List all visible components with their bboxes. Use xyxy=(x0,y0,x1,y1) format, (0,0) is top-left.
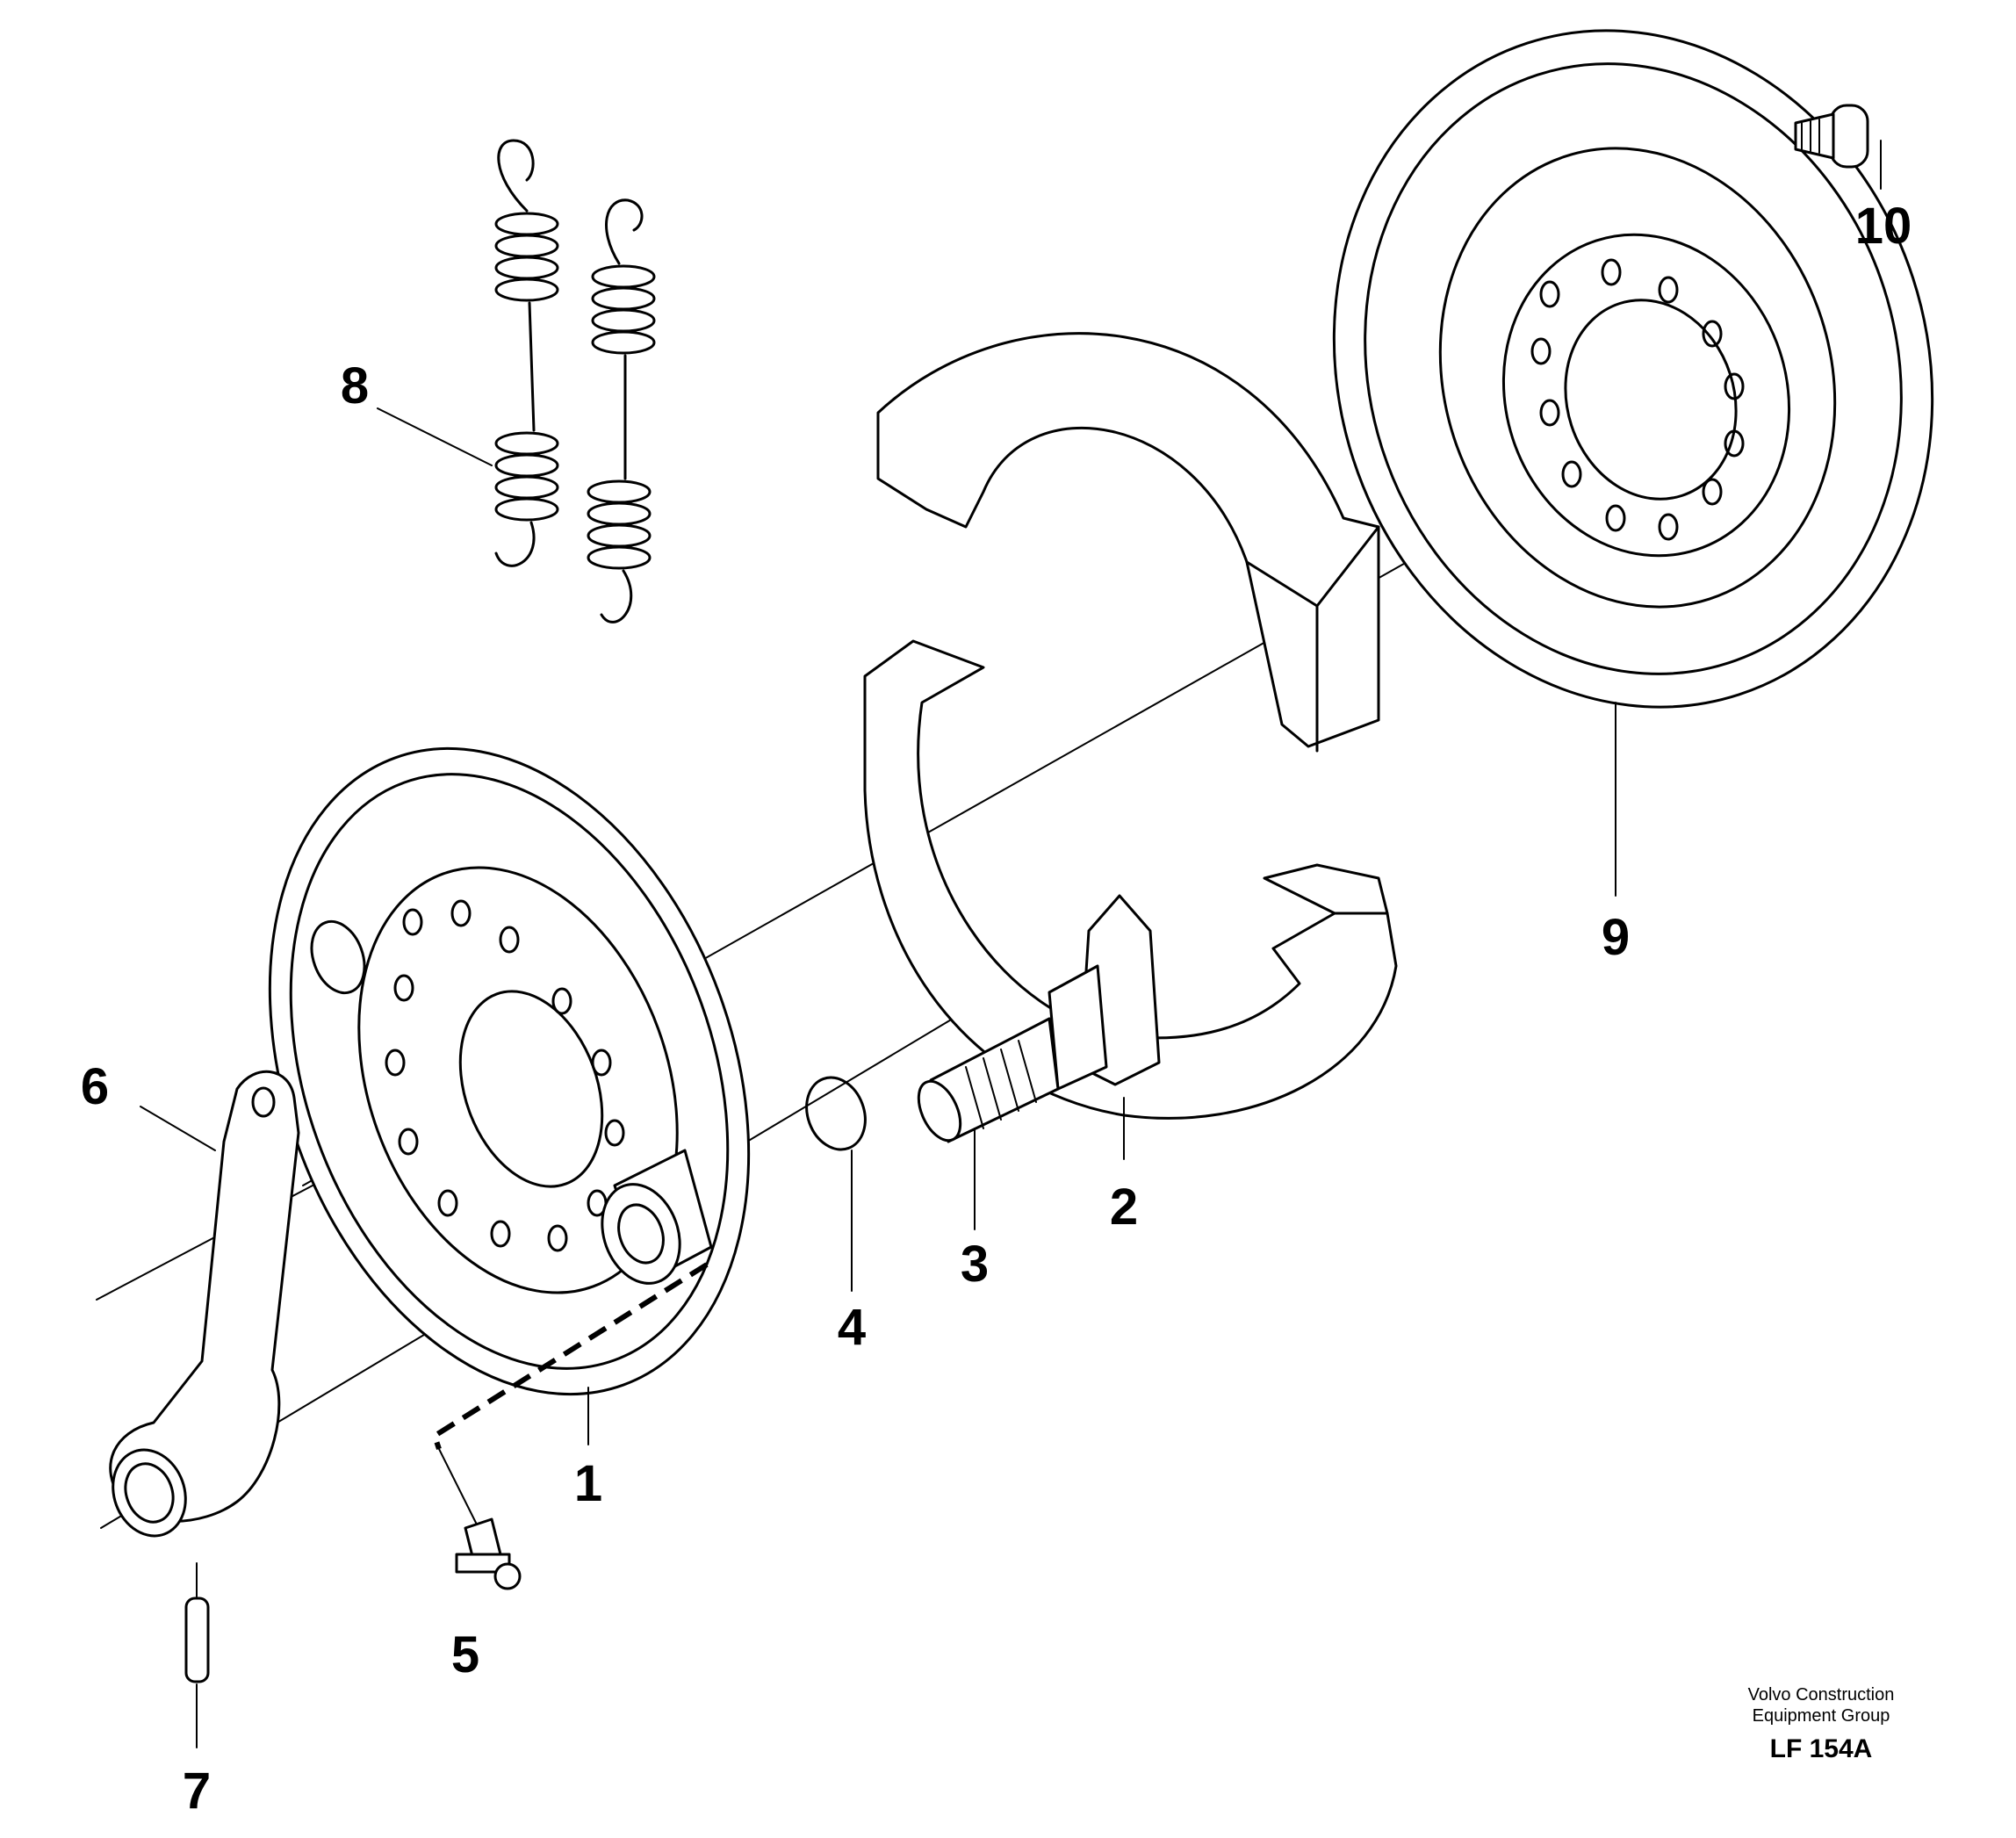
callout-2: 2 xyxy=(1109,1178,1139,1236)
drum-bolt xyxy=(1794,104,1869,169)
brake-drum xyxy=(1332,29,1934,709)
callout-4: 4 xyxy=(837,1299,867,1356)
callout-1: 1 xyxy=(573,1455,603,1512)
brake-lever xyxy=(109,1070,300,1538)
figure-code: LF 154A xyxy=(1769,1734,1873,1763)
callout-7: 7 xyxy=(182,1762,212,1820)
callout-10: 10 xyxy=(1854,198,1912,255)
cam-shaft xyxy=(917,894,1161,1143)
grease-path-dashed xyxy=(431,1262,709,1450)
brake-shoe-lower xyxy=(863,639,1398,1120)
callout-8: 8 xyxy=(340,357,370,414)
callout-9: 9 xyxy=(1601,909,1631,966)
publisher-name-line2: Equipment Group xyxy=(1752,1706,1890,1726)
publisher-credit: Volvo Construction Equipment Group LF 15… xyxy=(1748,1684,1895,1767)
return-springs xyxy=(494,139,656,623)
brake-backing-plate xyxy=(268,746,751,1396)
drum-bolt-holes xyxy=(1530,258,1745,541)
brake-shoe-upper xyxy=(876,332,1380,753)
callout-3: 3 xyxy=(960,1236,990,1293)
plate-bolt-holes xyxy=(385,899,625,1252)
leader-lines xyxy=(140,140,1882,1748)
callout-6: 6 xyxy=(80,1058,110,1115)
callout-5: 5 xyxy=(450,1626,480,1683)
grease-nipple xyxy=(455,1517,522,1590)
o-ring xyxy=(805,1076,867,1151)
lever-pin xyxy=(184,1562,210,1683)
publisher-name-line1: Volvo Construction xyxy=(1747,1685,1895,1705)
